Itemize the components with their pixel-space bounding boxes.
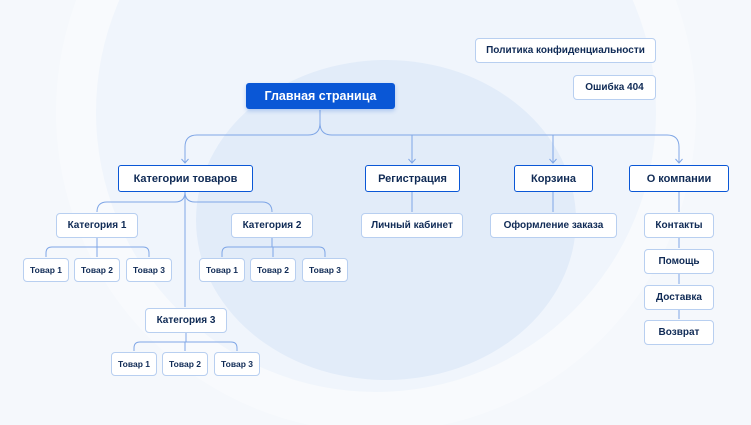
category-3-product-2[interactable]: Товар 2	[162, 352, 208, 376]
arrow-cart	[549, 158, 557, 164]
returns-node[interactable]: Возврат	[644, 320, 714, 345]
category-2-product-3[interactable]: Товар 3	[302, 258, 348, 282]
arrow-catalog	[181, 158, 189, 164]
category-1-product-2[interactable]: Товар 2	[74, 258, 120, 282]
category-2-node[interactable]: Категория 2	[231, 213, 313, 238]
arrow-registration	[408, 158, 416, 164]
privacy-policy-node[interactable]: Политика конфиденциальности	[475, 38, 656, 63]
main-page-node[interactable]: Главная страница	[246, 83, 395, 109]
help-node[interactable]: Помощь	[644, 249, 714, 274]
connector-root-about	[319, 122, 680, 163]
connector-catalog-category-2	[184, 191, 273, 213]
contacts-node[interactable]: Контакты	[644, 213, 714, 238]
about-node[interactable]: О компании	[629, 165, 729, 192]
category-3-product-3[interactable]: Товар 3	[214, 352, 260, 376]
category-1-node[interactable]: Категория 1	[56, 213, 138, 238]
category-2-product-2[interactable]: Товар 2	[250, 258, 296, 282]
connector-root-catalog	[184, 110, 321, 163]
category-3-node[interactable]: Категория 3	[145, 308, 227, 333]
connector-catalog-category-1	[96, 191, 186, 213]
category-1-product-3[interactable]: Товар 3	[126, 258, 172, 282]
cart-node[interactable]: Корзина	[514, 165, 593, 192]
delivery-node[interactable]: Доставка	[644, 285, 714, 310]
checkout-node[interactable]: Оформление заказа	[490, 213, 617, 238]
registration-node[interactable]: Регистрация	[365, 165, 460, 192]
arrow-about	[675, 158, 683, 164]
personal-account-node[interactable]: Личный кабинет	[361, 213, 463, 238]
catalog-node[interactable]: Категории товаров	[118, 165, 253, 192]
category-1-product-1[interactable]: Товар 1	[23, 258, 69, 282]
error-404-node[interactable]: Ошибка 404	[573, 75, 656, 100]
category-2-product-1[interactable]: Товар 1	[199, 258, 245, 282]
category-3-product-1[interactable]: Товар 1	[111, 352, 157, 376]
